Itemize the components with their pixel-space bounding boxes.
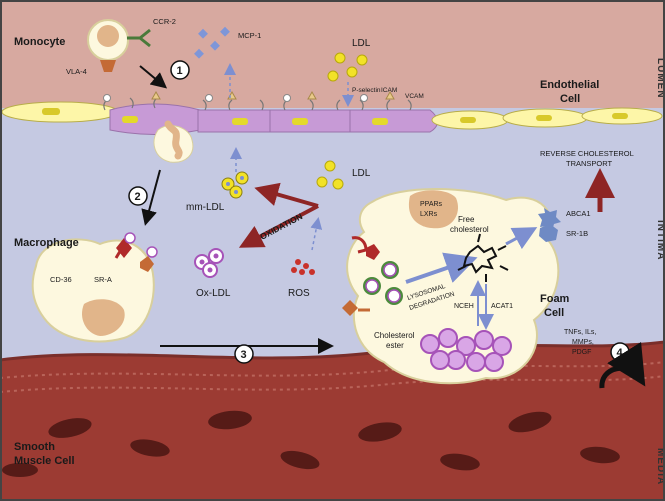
mcp1-chemokine — [194, 26, 230, 59]
cytokines-label-1: TNFs, ILs, — [564, 329, 596, 336]
ldl-mid-label: LDL — [352, 168, 371, 179]
cytokines-label-2: MMPs, — [572, 339, 594, 346]
efflux-transporters — [538, 208, 561, 242]
ldl-particles-mid — [316, 160, 344, 190]
rct-label-2: TRANSPORT — [566, 159, 613, 168]
macrophage-label: Macrophage — [14, 237, 79, 249]
intima-side-label: INTIMA — [655, 220, 665, 260]
internalized-ox-ldl — [363, 261, 403, 305]
foam-cell — [346, 188, 560, 385]
rct-label-1: REVERSE CHOLESTEROL — [540, 149, 634, 158]
monocyte-label: Monocyte — [14, 36, 65, 48]
foam-cell-label-2: Cell — [544, 307, 564, 319]
p-selectin-label: P-selectin — [352, 87, 381, 94]
step-3-badge — [234, 344, 254, 364]
mcp1-label: MCP-1 — [238, 31, 261, 40]
acat1-label: ACAT1 — [491, 303, 513, 310]
cholesterol-ester-label-2: ester — [386, 341, 404, 350]
sra-label: SR-A — [94, 275, 112, 284]
vla4-label: VLA-4 — [66, 67, 87, 76]
ldl-top-label: LDL — [352, 38, 371, 49]
step-4-number: 4 — [617, 347, 624, 359]
vcam-label: VCAM — [405, 93, 424, 100]
ldl-particles-top — [327, 52, 368, 82]
cholesterol-ester-label-1: Cholesterol — [374, 331, 415, 340]
step-2-number: 2 — [135, 191, 141, 203]
macrophage-cell — [31, 238, 155, 343]
free-cholesterol-label-2: cholesterol — [450, 225, 489, 234]
cholesterol-ester-droplets — [420, 328, 512, 372]
cd36-label: CD-36 — [50, 275, 72, 284]
ros-particles — [291, 259, 315, 275]
endothelial-label-1: Endothelial — [540, 79, 599, 91]
lumen-side-label: LUMEN — [655, 58, 665, 99]
lxrs-label: LXRs — [420, 211, 438, 218]
media-layer — [0, 342, 665, 501]
step-1-badge — [170, 60, 190, 80]
cytokines-label-3: PDGF — [572, 349, 591, 356]
smooth-muscle-label-2: Muscle Cell — [14, 455, 75, 467]
free-cholesterol-label-1: Free — [458, 215, 475, 224]
ox-ldl-label: Ox-LDL — [196, 288, 231, 299]
srb1-label: SR-1B — [566, 229, 588, 238]
mm-ldl-label: mm-LDL — [186, 202, 225, 213]
media-side-label: MEDIA — [655, 448, 665, 485]
endothelial-label-2: Cell — [560, 93, 580, 105]
nceh-label: NCEH — [454, 303, 474, 310]
smooth-muscle-label-1: Smooth — [14, 441, 55, 453]
monocyte-cell — [87, 19, 151, 72]
abca1-label: ABCA1 — [566, 209, 591, 218]
smooth-muscle-nuclei — [2, 410, 620, 477]
ppars-label: PPARs — [420, 201, 443, 208]
ros-label: ROS — [288, 288, 310, 299]
transmigrating-monocyte — [153, 120, 194, 163]
ccr2-label: CCR-2 — [153, 17, 176, 26]
step-1-number: 1 — [177, 65, 183, 77]
step-2-badge — [128, 186, 148, 206]
free-cholesterol-cluster — [457, 233, 509, 282]
foam-cell-label-1: Foam — [540, 293, 570, 305]
step-3-number: 3 — [241, 349, 247, 361]
icam-label: ICAM — [381, 87, 397, 94]
